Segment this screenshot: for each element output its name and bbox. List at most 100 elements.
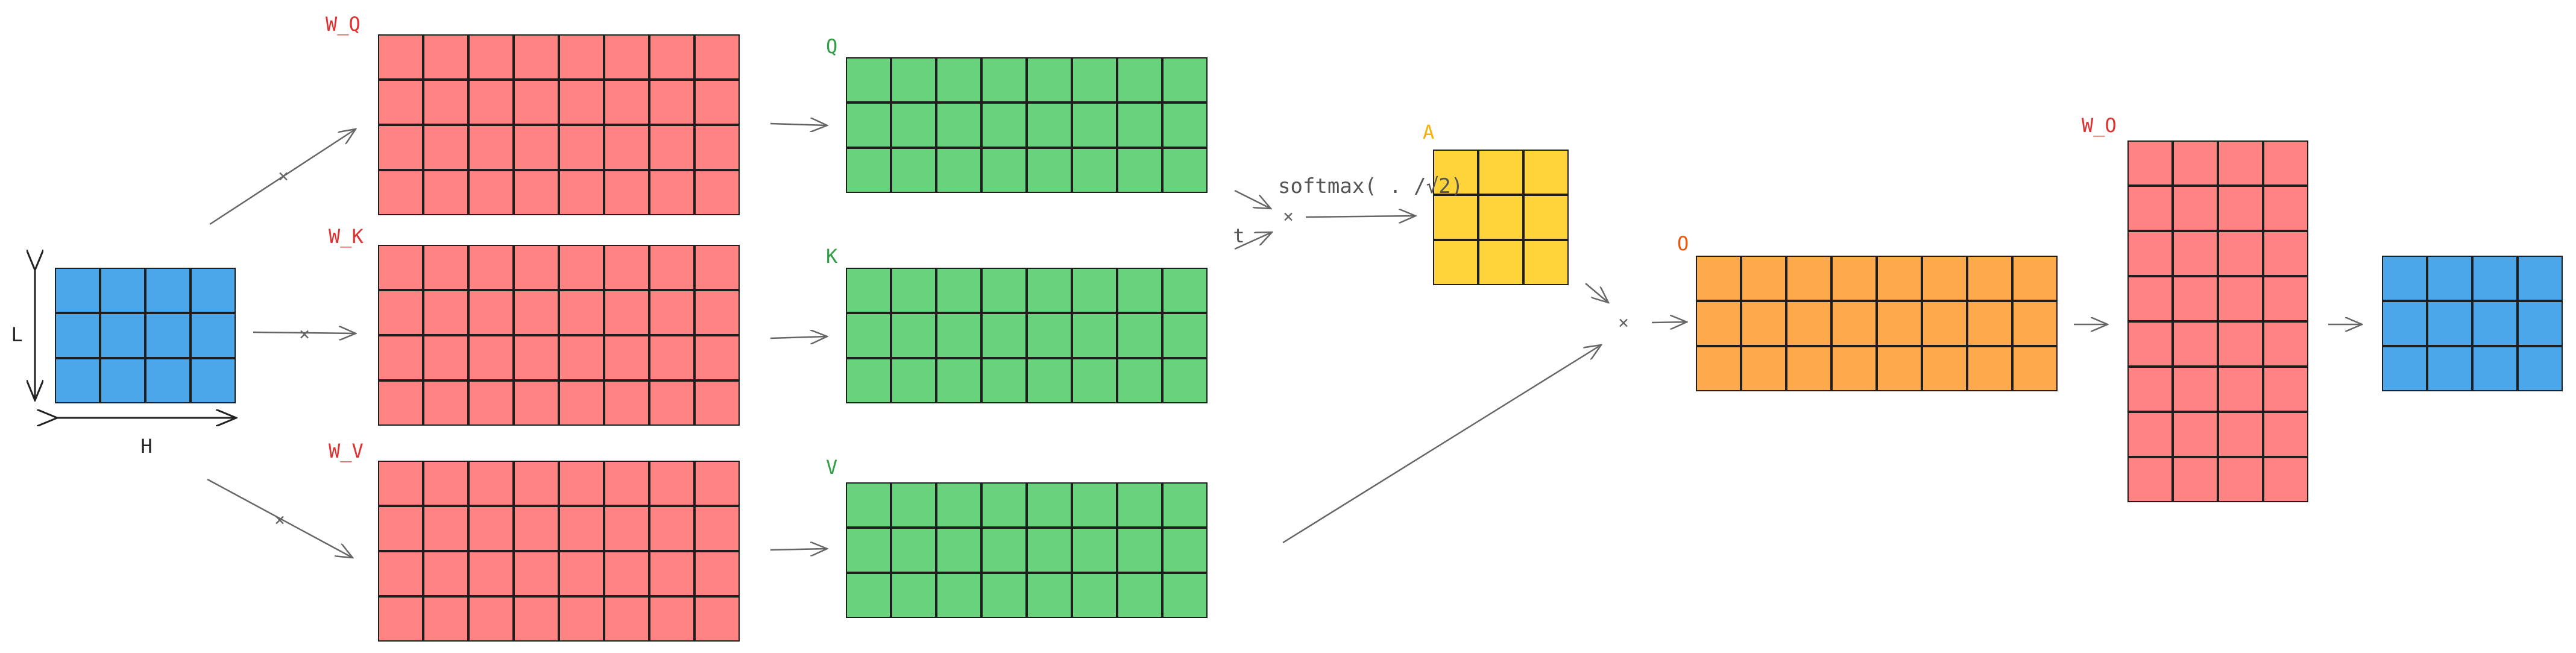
matrix-cell [514,34,559,80]
wv-matrix [378,461,740,642]
matrix-cell [1027,103,1072,148]
matrix-cell [1162,573,1208,618]
matrix-cell [1117,103,1162,148]
matrix-cell [891,358,936,403]
matrix-cell [559,34,604,80]
matrix-cell [514,335,559,380]
matrix-cell [2127,321,2173,367]
matrix-cell [649,335,694,380]
matrix-cell [604,170,649,215]
matrix-cell [891,573,936,618]
matrix-cell [1162,57,1208,103]
wo-matrix [2127,140,2308,502]
wo-label: W_O [2082,114,2117,137]
matrix-cell [468,380,514,426]
matrix-cell [2218,186,2263,231]
matrix-cell [2472,346,2518,391]
matrix-cell [649,170,694,215]
matrix-cell [1027,573,1072,618]
arrow-wk-to-k [770,336,827,338]
matrix-cell [378,551,423,596]
matrix-cell [1027,313,1072,358]
matrix-cell [468,34,514,80]
matrix-cell [936,57,981,103]
matrix-cell [1117,482,1162,528]
matrix-cell [1162,103,1208,148]
l-label: L [11,323,22,346]
matrix-cell [1117,573,1162,618]
arrow-mult-to-a [1305,216,1416,217]
matrix-cell [2263,457,2308,502]
matrix-cell [936,103,981,148]
arrow-wq-to-q [770,124,827,125]
matrix-cell [1162,148,1208,193]
matrix-cell [649,551,694,596]
matrix-cell [649,290,694,335]
matrix-cell [514,170,559,215]
matrix-cell [1072,148,1117,193]
matrix-cell [2263,367,2308,412]
matrix-cell [1117,268,1162,313]
matrix-cell [1967,256,2012,301]
matrix-cell [1072,57,1117,103]
matrix-cell [559,551,604,596]
matrix-cell [694,551,740,596]
matrix-cell [2218,231,2263,276]
matrix-cell [1027,268,1072,313]
matrix-cell [1162,482,1208,528]
matrix-cell [694,461,740,506]
matrix-cell [936,313,981,358]
k-label: K [826,245,838,268]
matrix-cell [1162,268,1208,313]
mult-sign-wk: × [299,324,310,345]
matrix-cell [981,313,1027,358]
matrix-cell [1072,528,1117,573]
matrix-cell [145,313,191,358]
matrix-cell [2263,412,2308,457]
arrow-k-to-mult [1234,232,1272,250]
matrix-cell [378,290,423,335]
arrow-x-to-wv [207,478,353,558]
v-matrix [846,482,1208,618]
matrix-cell [936,482,981,528]
matrix-cell [694,170,740,215]
matrix-cell [694,245,740,290]
matrix-cell [1072,313,1117,358]
matrix-cell [846,528,891,573]
matrix-cell [100,268,145,313]
matrix-cell [694,380,740,426]
softmax-label: softmax( . /√2) [1278,174,1463,198]
matrix-cell [1922,256,1967,301]
matrix-cell [514,290,559,335]
matrix-cell [2127,412,2173,457]
matrix-cell [981,482,1027,528]
h-label: H [140,435,152,458]
matrix-cell [1478,240,1523,285]
matrix-cell [694,506,740,551]
matrix-cell [468,80,514,125]
matrix-cell [981,148,1027,193]
matrix-cell [846,57,891,103]
matrix-cell [2472,256,2518,301]
matrix-cell [649,245,694,290]
matrix-cell [423,380,468,426]
matrix-cell [1027,482,1072,528]
o-label: O [1677,232,1689,255]
matrix-cell [2518,301,2563,346]
matrix-cell [378,125,423,170]
matrix-cell [423,506,468,551]
matrix-cell [1967,346,2012,391]
matrix-cell [846,358,891,403]
matrix-cell [1072,358,1117,403]
matrix-cell [1696,256,1741,301]
arrow-v-to-mult [1282,345,1601,544]
matrix-cell [100,358,145,403]
matrix-cell [694,80,740,125]
matrix-cell [2173,457,2218,502]
matrix-cell [694,125,740,170]
arrow-wv-to-v [770,549,827,550]
matrix-cell [559,290,604,335]
mult-sign-av: × [1618,312,1629,333]
matrix-cell [1786,301,1831,346]
